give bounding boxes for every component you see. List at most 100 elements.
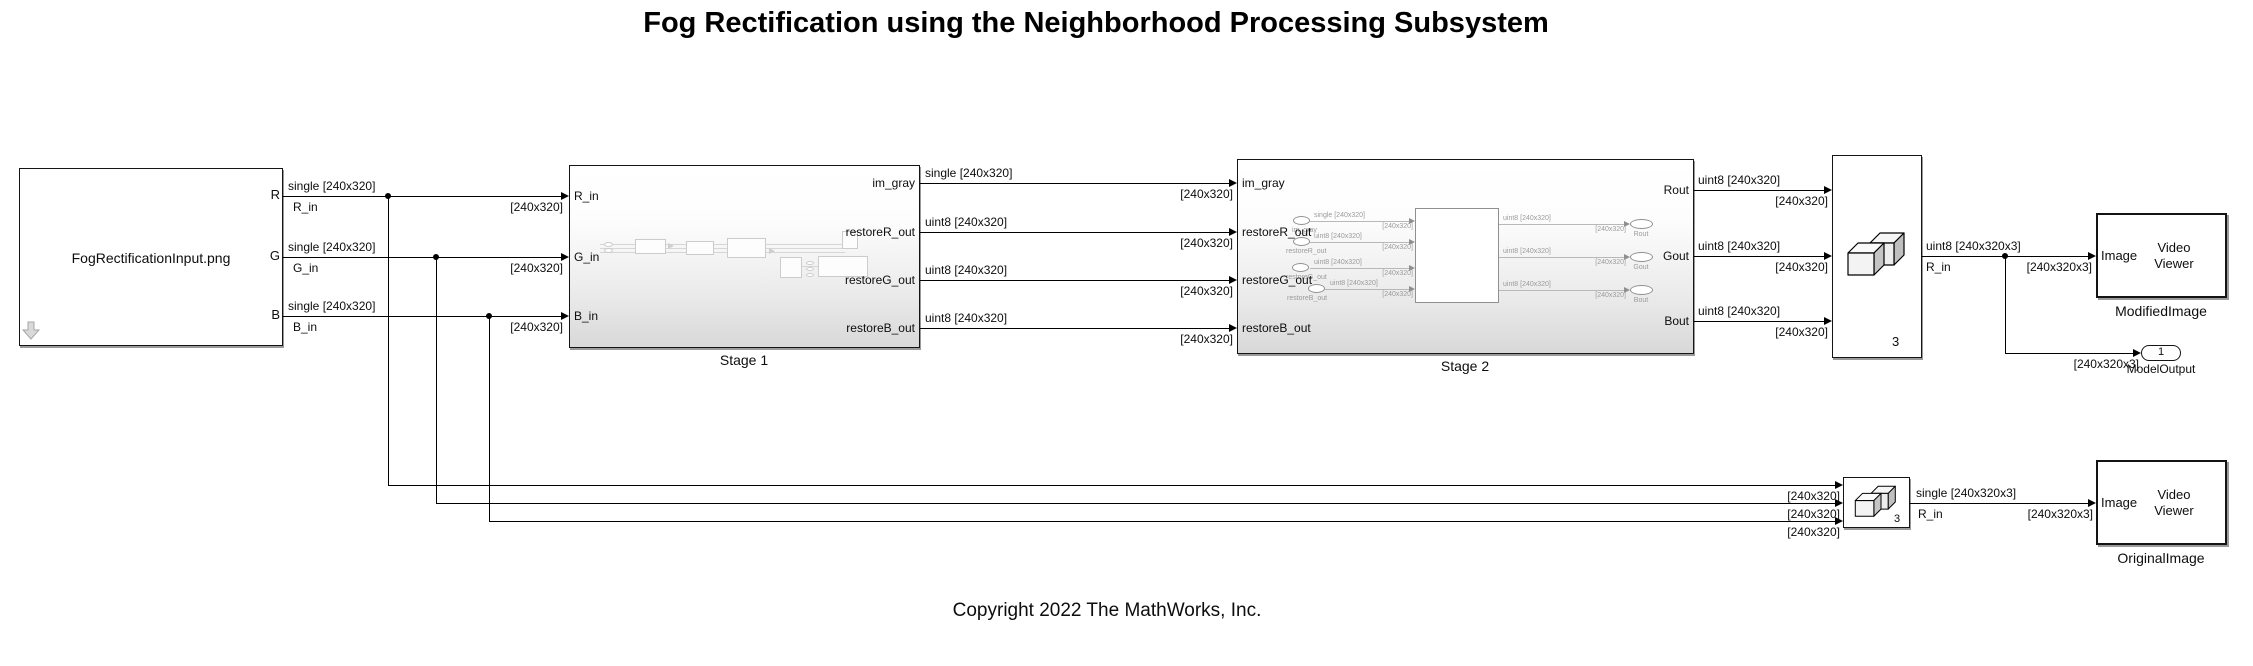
stage1-inport-label: R_in — [574, 189, 599, 203]
arrowhead — [561, 192, 569, 200]
wire-r-branch-vertical[interactable] — [388, 196, 389, 486]
signal-dim-label: [240x320] — [1787, 507, 1840, 521]
stage2-preview-wire — [1499, 224, 1624, 225]
arrowhead — [1835, 517, 1843, 525]
arrowhead — [1229, 324, 1237, 332]
stage2-preview-inport-name: im_gray — [1292, 227, 1317, 234]
signal-type-label: uint8 [240x320] — [925, 215, 1008, 229]
concatenate-input-count: 3 — [1894, 513, 1901, 525]
wire-g-branch-vertical[interactable] — [436, 257, 437, 504]
wire-r-to-concat2[interactable] — [388, 485, 1835, 486]
signal-type-label: single [240x320] — [288, 179, 376, 193]
block-link-arrow-icon — [21, 321, 41, 340]
signal-type-label: uint8 [240x320x3] — [1926, 239, 2021, 253]
arrowhead — [1824, 186, 1832, 194]
stage1-preview-block — [780, 257, 802, 278]
stage2-inport-label: restoreG_out — [1242, 273, 1313, 287]
concatenate-input-count: 3 — [1892, 334, 1900, 349]
signal-type-label: single [240x320] — [288, 240, 376, 254]
stage1-preview-port — [604, 248, 613, 253]
stage2-preview-arrowhead — [1409, 265, 1415, 271]
arrowhead — [1835, 499, 1843, 507]
stage1-preview-port — [604, 242, 613, 247]
stage2-preview-inport — [1292, 263, 1309, 272]
signal-dim-label: [240x320] — [1775, 325, 1828, 339]
stage2-preview-type-label: uint8 [240x320] — [1314, 233, 1362, 240]
stage1-preview-block — [686, 241, 714, 255]
signal-dim-label: [240x320] — [1775, 260, 1828, 274]
wire-restoreg[interactable] — [920, 280, 1229, 281]
stage2-preview-outport — [1630, 219, 1653, 229]
stage2-preview-inport-name: restoreB_out — [1287, 295, 1328, 302]
viewer-inport-label: Image — [2101, 495, 2138, 510]
arrowhead — [1835, 481, 1843, 489]
wire-restoreb[interactable] — [920, 328, 1229, 329]
outport-letter-b: B — [271, 307, 280, 322]
stage2-preview-dim-label: [240x320] — [1382, 270, 1413, 277]
video-viewer-original-block[interactable] — [2096, 460, 2227, 545]
stage2-inport-label: restoreB_out — [1242, 321, 1311, 335]
wire-r-to-stage1[interactable] — [283, 196, 561, 197]
signal-name-label: R_in — [1918, 507, 1943, 521]
image-input-block-name: FogRectificationInput.png — [71, 250, 231, 266]
stage1-inport-label: B_in — [574, 309, 599, 323]
image-input-block[interactable] — [19, 168, 283, 346]
signal-type-label: single [240x320x3] — [1916, 486, 2017, 500]
stage1-preview-port — [806, 261, 814, 265]
video-viewer-modified-block[interactable] — [2096, 213, 2227, 298]
stage1-preview-port — [806, 273, 814, 277]
stage2-preview-type-label: uint8 [240x320] — [1503, 215, 1551, 222]
wire-b-to-concat2[interactable] — [489, 521, 1835, 522]
stage2-preview-inport — [1308, 284, 1325, 293]
wire-g-to-concat2[interactable] — [436, 503, 1835, 504]
viewer-modified-name: ModifiedImage — [2115, 303, 2207, 319]
wire-rout[interactable] — [1694, 190, 1824, 191]
wire-branch-to-outport[interactable] — [2005, 353, 2133, 354]
signal-type-label: single [240x320] — [925, 166, 1013, 180]
outport-block[interactable]: 1 — [2141, 345, 2181, 361]
stage1-preview-gain — [769, 248, 775, 254]
stage1-outport-label: restoreB_out — [846, 321, 915, 335]
stage2-preview-type-label: uint8 [240x320] — [1314, 259, 1362, 266]
stage2-preview-arrowhead — [1409, 286, 1415, 292]
stage1-block-name: Stage 1 — [719, 352, 769, 368]
signal-name-label: B_in — [293, 320, 318, 334]
signal-dim-label: [240x320] — [510, 200, 563, 214]
signal-dim-label: [240x320] — [510, 261, 563, 275]
arrowhead — [1229, 276, 1237, 284]
viewer-original-name: OriginalImage — [2117, 550, 2205, 566]
stage2-preview-type-label: single [240x320] — [1314, 212, 1365, 219]
stage2-outport-label: Rout — [1663, 183, 1689, 197]
stage2-preview-arrowhead — [1624, 287, 1630, 293]
arrowhead — [1824, 252, 1832, 260]
wire-concat2-to-viewer[interactable] — [1910, 503, 2088, 504]
wire-b-to-stage1[interactable] — [283, 316, 561, 317]
arrowhead — [2088, 499, 2096, 507]
stage2-inport-label: im_gray — [1242, 176, 1285, 190]
stage2-preview-dim-label: [240x320] — [1382, 244, 1413, 251]
stage1-outport-label: restoreG_out — [844, 273, 915, 287]
signal-dim-label: [240x320] — [1180, 236, 1233, 250]
stage2-preview-inport-name: restoreG_out — [1286, 274, 1327, 281]
wire-restorer[interactable] — [920, 232, 1229, 233]
stage1-preview-block — [727, 238, 766, 258]
wire-imgray[interactable] — [920, 183, 1229, 184]
stage1-preview-block — [818, 256, 868, 277]
signal-type-label: uint8 [240x320] — [1698, 173, 1781, 187]
signal-dim-label: [240x320] — [1787, 525, 1840, 539]
stage2-preview-wire — [1310, 242, 1409, 243]
stage2-preview-wire — [1499, 290, 1624, 291]
stage2-preview-arrowhead — [1409, 218, 1415, 224]
signal-dim-label: [240x320] — [1180, 332, 1233, 346]
wire-bout[interactable] — [1694, 321, 1824, 322]
wire-branch-to-outport-vertical[interactable] — [2005, 256, 2006, 354]
signal-dim-label: [240x320] — [1787, 489, 1840, 503]
wire-g-to-stage1[interactable] — [283, 257, 561, 258]
stage2-preview-wire — [1499, 257, 1624, 258]
stage1-outport-label: restoreR_out — [845, 225, 915, 239]
wire-b-branch-vertical[interactable] — [489, 316, 490, 522]
stage2-preview-outport-name: Gout — [1633, 264, 1649, 271]
wire-gout[interactable] — [1694, 256, 1824, 257]
signal-name-label: G_in — [293, 261, 319, 275]
